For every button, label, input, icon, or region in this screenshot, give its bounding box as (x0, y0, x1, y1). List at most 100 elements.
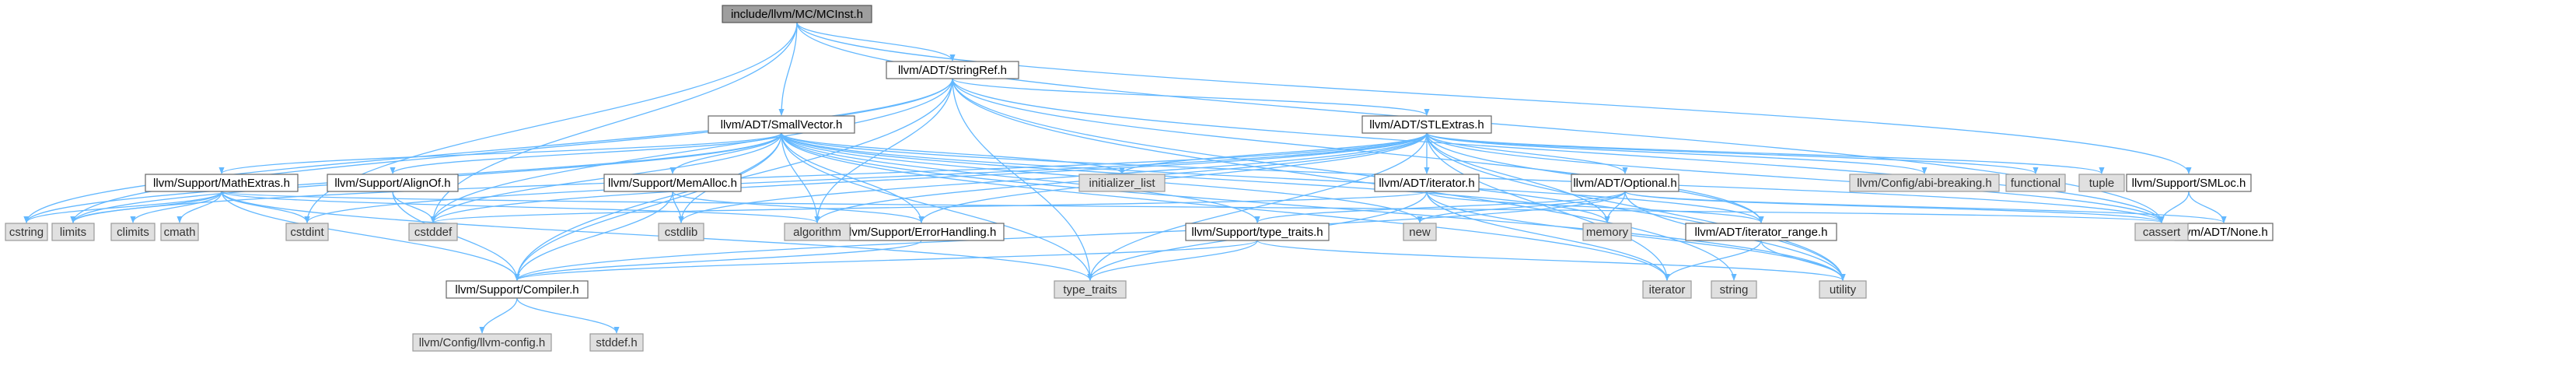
node-label: llvm/Support/Compiler.h (455, 283, 578, 297)
node-box (408, 223, 458, 241)
node-label: cstdint (290, 226, 324, 239)
node-box (145, 174, 299, 192)
node-label: iterator (1649, 283, 1686, 297)
node-box (722, 5, 872, 23)
edge-stlextras-to-cstdlib (678, 132, 1428, 223)
edge-iterrange-to-utility (1760, 240, 1846, 281)
edge-mcinst-to-smloc (796, 22, 2192, 174)
edge-mathextras-to-cmath (177, 191, 222, 223)
node-box (1078, 174, 1166, 192)
edge-alignof-to-cstddef (392, 191, 436, 223)
node-adtiterator[interactable]: llvm/ADT/iterator.h (1374, 174, 1480, 192)
node-errorhandling[interactable]: llvm/Support/ErrorHandling.h (838, 223, 1005, 241)
edge-stlextras-to-cstdint (304, 132, 1428, 223)
node-compiler[interactable]: llvm/Support/Compiler.h (446, 280, 589, 299)
edge-smloc-to-cassert (2158, 191, 2190, 223)
node-box (1642, 280, 1692, 299)
node-label: functional (2011, 177, 2060, 190)
dependency-edges (23, 22, 2227, 334)
node-box (1054, 280, 1127, 299)
node-limits: limits (51, 223, 95, 241)
node-label: llvm/ADT/None.h (2179, 226, 2267, 239)
node-box (285, 223, 329, 241)
node-iterator: iterator (1642, 280, 1692, 299)
edge-mathextras-to-cstdint (221, 191, 310, 223)
node-abibreaking: llvm/Config/abi-breaking.h (1849, 174, 2000, 192)
edge-stringref-to-typetraits (952, 78, 1093, 281)
node-box (1711, 280, 1757, 299)
edge-iterrange-to-iterator (1664, 240, 1762, 281)
edge-memalloc-to-compiler (514, 191, 673, 281)
edge-memalloc-to-cstdlib (672, 191, 684, 223)
edge-optional-to-typetraitsh (1254, 191, 1626, 223)
edge-stlextras-to-typetraits (1087, 132, 1428, 281)
node-box (658, 223, 704, 241)
node-memalloc[interactable]: llvm/Support/MemAlloc.h (603, 174, 742, 192)
edge-smallvector-to-iterator (781, 132, 1670, 281)
edge-stringref-to-string (952, 78, 1737, 281)
node-box (160, 223, 199, 241)
node-none[interactable]: llvm/ADT/None.h (2174, 223, 2274, 241)
node-optional[interactable]: llvm/ADT/Optional.h (1571, 174, 1679, 192)
edge-smallvector-to-algorithm (781, 132, 820, 223)
node-box (1403, 223, 1437, 241)
edge-mathextras-to-algorithm (221, 191, 820, 223)
node-label: algorithm (793, 226, 841, 239)
edge-mathextras-to-typetraits (221, 191, 1093, 281)
edge-errorhandling-to-compiler (514, 240, 922, 281)
node-label: string (1720, 283, 1749, 297)
node-label: cstddef (414, 226, 453, 239)
node-label: llvm/Support/SMLoc.h (2132, 177, 2246, 190)
node-mathextras[interactable]: llvm/Support/MathExtras.h (145, 174, 299, 192)
node-iterrange[interactable]: llvm/ADT/iterator_range.h (1685, 223, 1837, 241)
node-label: memory (1586, 226, 1629, 239)
node-stlextras[interactable]: llvm/ADT/STLExtras.h (1361, 115, 1492, 134)
edge-mathextras-to-compiler (221, 191, 520, 281)
node-box (603, 174, 742, 192)
edge-adtiterator-to-cstddef (430, 191, 1428, 223)
node-box (1374, 174, 1480, 192)
node-smallvector[interactable]: llvm/ADT/SmallVector.h (708, 115, 855, 134)
edge-stlextras-to-abibreaking (1426, 132, 1928, 174)
node-label: initializer_list (1089, 177, 1155, 190)
edge-mathextras-to-climits (130, 191, 222, 223)
edge-stlextras-to-tuple (1426, 132, 2105, 174)
edge-typetraitsh-to-utility (1257, 240, 1846, 281)
edge-smallvector-to-iterrange (781, 132, 1764, 223)
edge-stringref-to-cassert (952, 78, 2165, 223)
node-label: llvm/ADT/SmallVector.h (721, 118, 843, 132)
node-label: llvm/Support/type_traits.h (1191, 226, 1323, 239)
edge-stringref-to-limits (70, 78, 953, 223)
node-smloc[interactable]: llvm/Support/SMLoc.h (2126, 174, 2252, 192)
node-string: string (1711, 280, 1757, 299)
node-label: cstdlib (665, 226, 698, 239)
edge-stringref-to-cstddef (430, 78, 953, 223)
edge-memalloc-to-errorhandling (672, 191, 924, 223)
edge-compiler-to-stddef (516, 297, 620, 334)
node-box (1361, 115, 1492, 134)
edge-smallvector-to-compiler (514, 132, 782, 281)
node-label: cassert (2143, 226, 2181, 239)
node-memory: memory (1582, 223, 1632, 241)
edge-stlextras-to-initlist (1119, 132, 1428, 174)
edge-smallvector-to-memory (781, 132, 1610, 223)
node-stringref[interactable]: llvm/ADT/StringRef.h (886, 61, 1019, 79)
node-label: llvm/ADT/iterator.h (1379, 177, 1474, 190)
node-cstddef: cstddef (408, 223, 458, 241)
node-box (1819, 280, 1867, 299)
edge-stlextras-to-optional (1426, 132, 1628, 174)
node-label: new (1409, 226, 1431, 239)
edge-mathextras-to-cstring (23, 191, 222, 223)
node-mcinst[interactable]: include/llvm/MC/MCInst.h (722, 5, 872, 23)
edge-optional-to-new (1417, 191, 1626, 223)
node-box (2126, 174, 2252, 192)
node-label: llvm/ADT/iterator_range.h (1695, 226, 1828, 239)
node-label: include/llvm/MC/MCInst.h (731, 8, 863, 21)
edge-stringref-to-stlextras (952, 78, 1430, 116)
node-alignof[interactable]: llvm/Support/AlignOf.h (327, 174, 459, 192)
node-box (1571, 174, 1679, 192)
node-label: llvm/Support/MathExtras.h (153, 177, 290, 190)
node-typetraitsh[interactable]: llvm/Support/type_traits.h (1185, 223, 1330, 241)
edge-mcinst-to-stringref (796, 22, 956, 61)
edge-optional-to-compiler (514, 191, 1626, 281)
